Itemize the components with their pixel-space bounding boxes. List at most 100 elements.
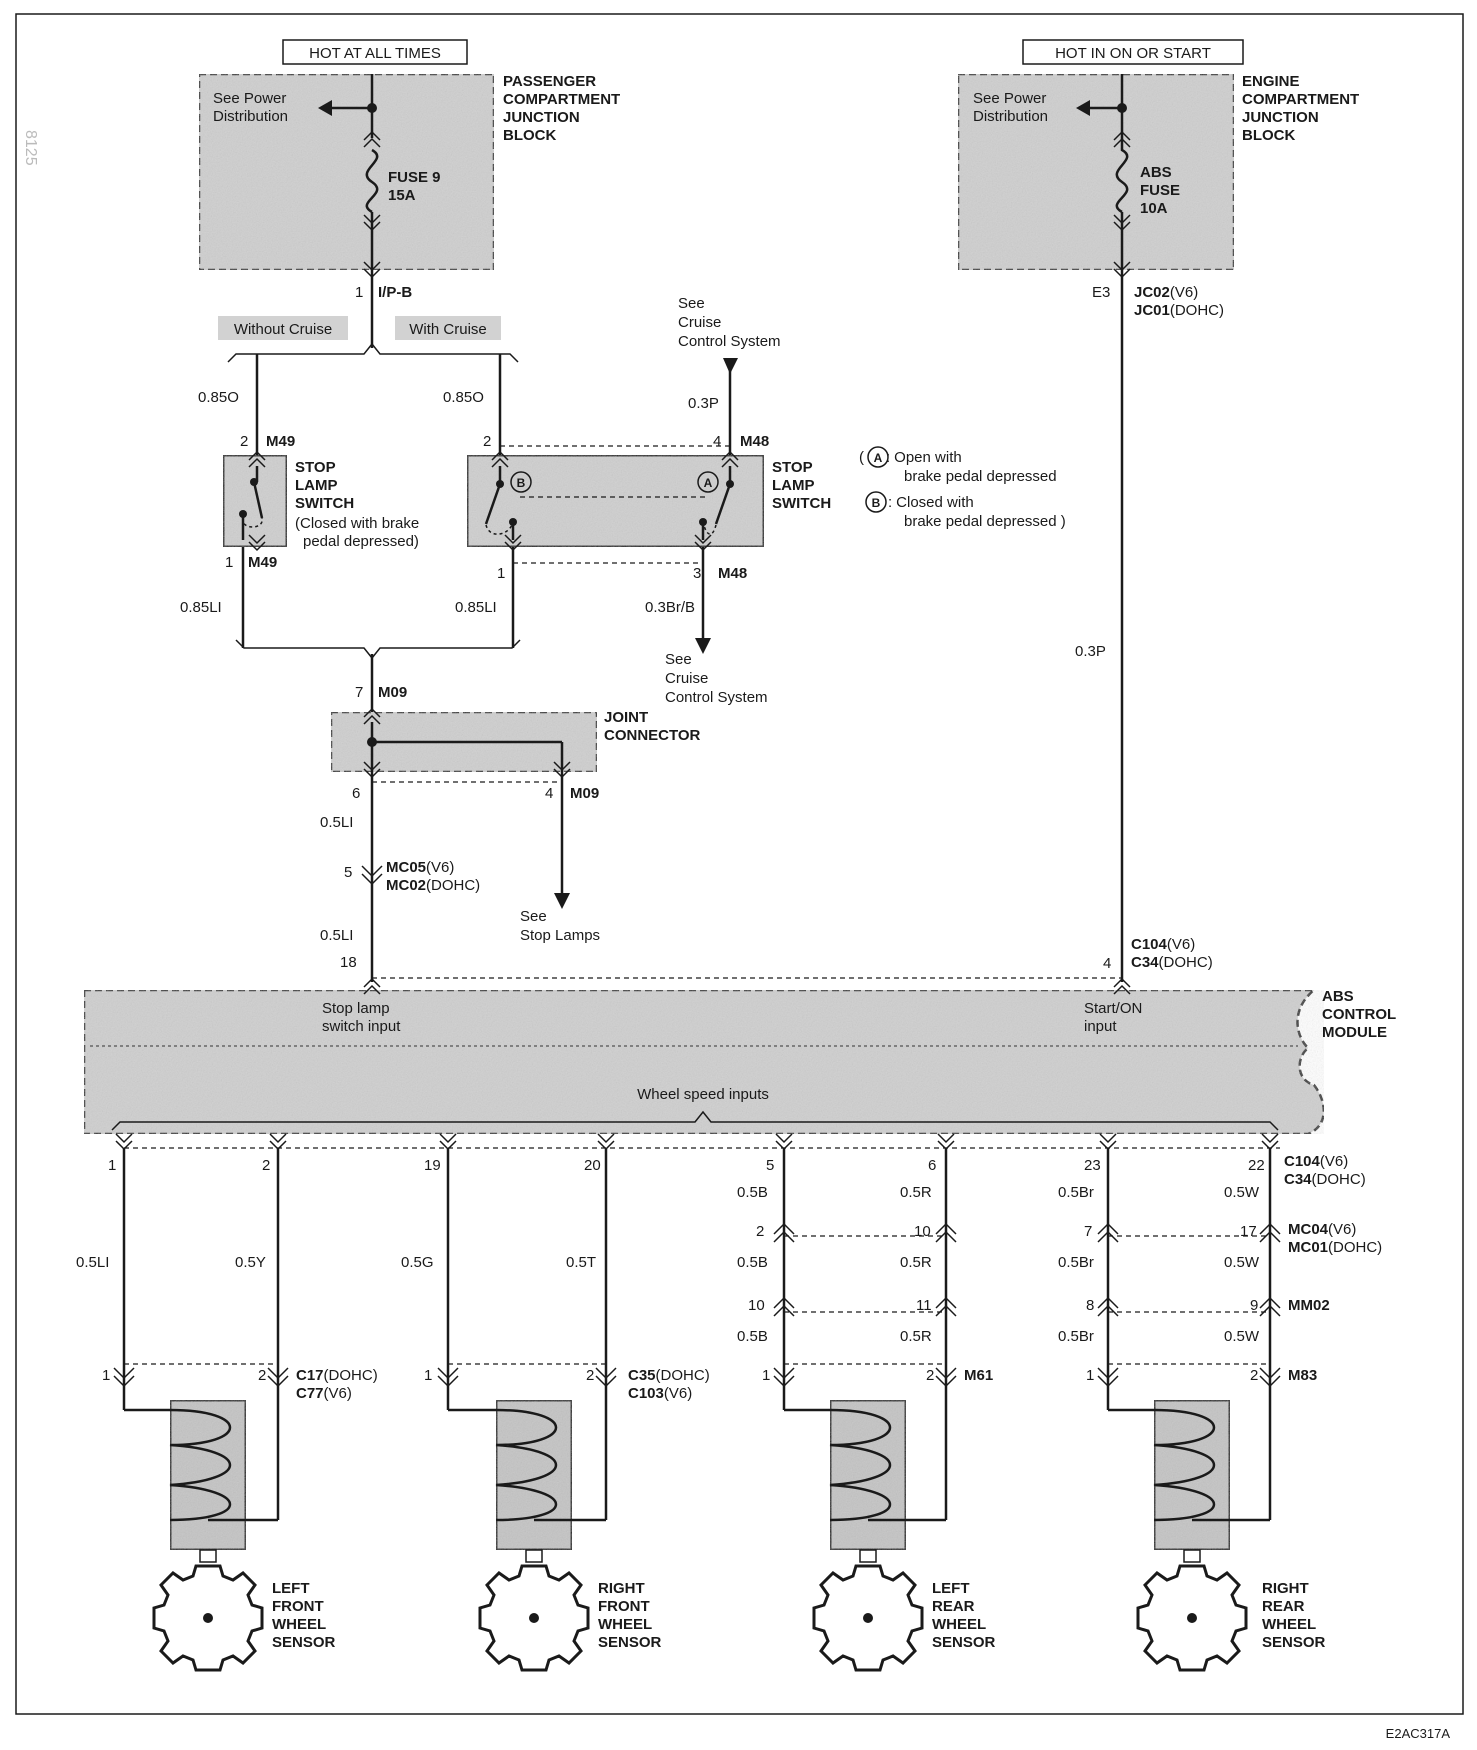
rr-mid2-pin1: 8	[1086, 1297, 1094, 1314]
m48-pin-cruise: 4	[713, 433, 721, 450]
c104-top-conn: C104(V6)C34(DOHC)	[1131, 936, 1213, 971]
rr-mid1-pin1: 7	[1084, 1223, 1092, 1240]
right-feed-wire: 0.3P	[1075, 643, 1106, 660]
m48-cruise-wire: 0.3P	[688, 395, 719, 412]
lr-mid2-pin2: 11	[916, 1297, 932, 1314]
m48-pin-out2: 3	[693, 565, 701, 582]
ipb-connector: I/P-B	[378, 284, 412, 301]
rr-wire-a2: 0.5W	[1224, 1184, 1260, 1201]
lf-pin-1: 1	[108, 1157, 116, 1174]
ipb-pin: 1	[355, 284, 363, 301]
mc05-pin: 5	[344, 864, 352, 881]
without-cruise-label: Without Cruise	[234, 321, 332, 338]
e3-pin: E3	[1092, 284, 1110, 301]
m09-wire: 0.5LI	[320, 814, 353, 831]
cruise-out-arrow	[695, 638, 711, 654]
m48-label-b: B	[517, 476, 526, 490]
without-cruise-label-bg	[218, 316, 348, 340]
rr-conn-pin1: 1	[1086, 1367, 1094, 1384]
lr-mid2-pin1: 10	[748, 1297, 765, 1314]
bottom-c104-conn: C104(V6)C34(DOHC)	[1284, 1153, 1366, 1188]
passenger-junction-block	[197, 72, 496, 272]
m09-pin-4: 4	[545, 785, 553, 802]
m48-label-a: A	[704, 476, 713, 490]
c104-pin-4: 4	[1103, 955, 1111, 972]
jc-connectors: JC02(V6)JC01(DOHC)	[1134, 284, 1224, 319]
hot-all-times-label: HOT AT ALL TIMES	[309, 45, 441, 62]
stop-lamp-switch-m49	[221, 453, 289, 549]
abs-pin-18: 18	[340, 954, 357, 971]
m49-wire-in: 0.85O	[198, 389, 239, 406]
lr-conn: M61	[964, 1367, 993, 1384]
m49-wire-out: 0.85LI	[180, 599, 222, 616]
stop-lamp-switch-m48	[465, 453, 766, 549]
abs-control-module	[82, 988, 1325, 1136]
lf-coil	[168, 1398, 248, 1552]
see-power-arrow	[318, 100, 332, 116]
lr-conn-pin1: 1	[762, 1367, 770, 1384]
rr-mid1-pin2: 17	[1240, 1223, 1257, 1240]
rf-wire-1: 0.5G	[401, 1254, 434, 1271]
m48-pin-out: 1	[497, 565, 505, 582]
lr-wire-b2: 0.5R	[900, 1254, 932, 1271]
rr-conn: M83	[1288, 1367, 1317, 1384]
lf-conn: C17(DOHC)C77(V6)	[296, 1367, 378, 1402]
rr-wire-c2: 0.5W	[1224, 1328, 1260, 1345]
rr-conn-pin2: 2	[1250, 1367, 1258, 1384]
m49-conn: M49	[266, 433, 295, 450]
rr-coil	[1152, 1398, 1232, 1552]
diagram-code: E2AC317A	[1386, 1726, 1451, 1741]
m49-conn-out: M49	[248, 554, 277, 571]
stop-lamps-arrow	[554, 893, 570, 909]
rr-mm02-conn: MM02	[1288, 1297, 1330, 1314]
m49-pin-out: 1	[225, 554, 233, 571]
with-cruise-label: With Cruise	[409, 321, 487, 338]
m09-conn: M09	[378, 684, 407, 701]
abs-fuse-icon	[1115, 112, 1129, 214]
lr-coil	[828, 1398, 908, 1552]
lr-wire-c2: 0.5R	[900, 1328, 932, 1345]
rr-wire-b2: 0.5W	[1224, 1254, 1260, 1271]
abs-wheel-inputs: Wheel speed inputs	[637, 1086, 769, 1103]
mc05-wire: 0.5LI	[320, 927, 353, 944]
lf-wire-1: 0.5LI	[76, 1254, 109, 1271]
rf-coil	[494, 1398, 574, 1552]
right-front-sensor-group: 19 20 0.5G 0.5T 1 2 C35(DOHC)C103(V6) RI…	[401, 1148, 710, 1672]
m48-wire-out2: 0.3Br/B	[645, 599, 695, 616]
m09-pin-6: 6	[352, 785, 360, 802]
rf-pin-1: 19	[424, 1157, 441, 1174]
lr-wire-c1: 0.5B	[737, 1328, 768, 1345]
rr-wire-a1: 0.5Br	[1058, 1184, 1094, 1201]
left-rear-sensor-group: 5 6 0.5B 0.5R 2 10 0.5B 0.5R 10 11 0.5B …	[737, 1148, 996, 1672]
see-power-arrow-2	[1076, 100, 1090, 116]
mc05-connectors: MC05(V6)MC02(DOHC)	[386, 859, 480, 894]
lr-wire-a1: 0.5B	[737, 1184, 768, 1201]
hot-on-start-label: HOT IN ON OR START	[1055, 45, 1211, 62]
fuse-9-icon	[365, 148, 379, 214]
rf-conn-pin1: 1	[424, 1367, 432, 1384]
legend-mark-a: A	[874, 451, 883, 465]
rf-wire-2: 0.5T	[566, 1254, 596, 1271]
hot-all-times-box	[282, 39, 468, 65]
left-front-sensor-group: 1 2 0.5LI 0.5Y 1 2 C17(DOHC)C77(V6) LEFT…	[76, 1148, 378, 1672]
hot-on-start-box	[1022, 39, 1244, 65]
engine-junction-block	[956, 72, 1236, 272]
